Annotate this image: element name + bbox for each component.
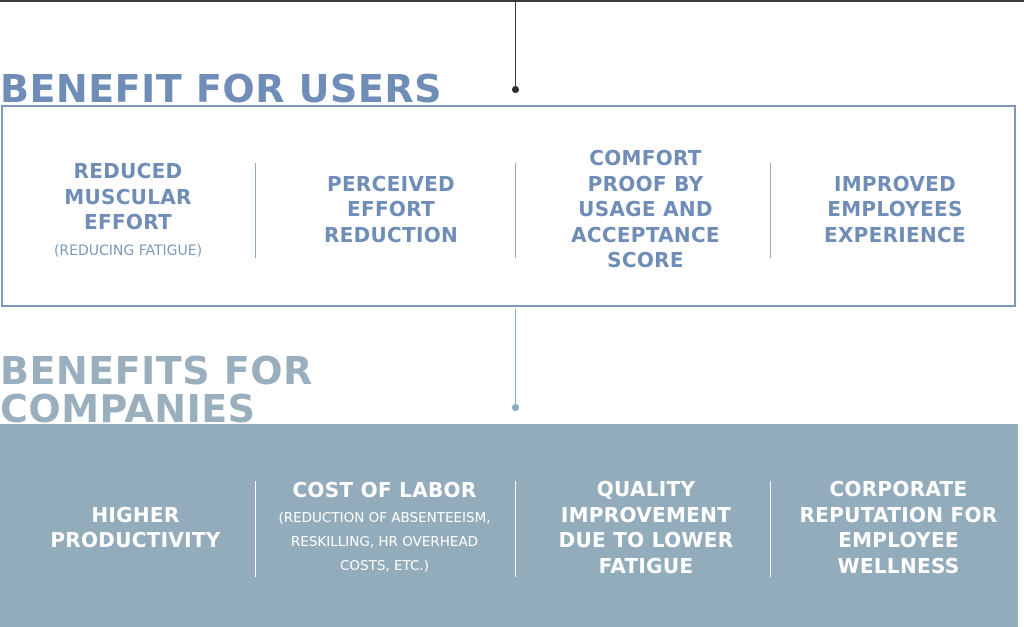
company-benefit-3: QUALITY IMPROVEMENT DUE TO LOWER FATIGUE bbox=[536, 466, 756, 590]
middle-connector-dot bbox=[512, 404, 519, 411]
companies-section-heading: BENEFITS FOR COMPANIES bbox=[0, 349, 313, 431]
users-divider bbox=[770, 163, 771, 258]
user-benefit-label: PERCEIVED EFFORT REDUCTION bbox=[323, 171, 459, 247]
user-benefit-label: COMFORT PROOF BY USAGE AND ACCEPTANCE SC… bbox=[571, 146, 720, 273]
users-divider bbox=[515, 163, 516, 258]
users-benefits-box bbox=[1, 105, 1016, 307]
user-benefit-label: IMPROVED EMPLOYEES EXPERIENCE bbox=[824, 171, 966, 247]
company-benefit-4: CORPORATE REPUTATION FOR EMPLOYEE WELLNE… bbox=[786, 466, 1011, 590]
companies-divider bbox=[255, 481, 256, 577]
user-benefit-1: REDUCED MUSCULAR EFFORT (REDUCING FATIGU… bbox=[28, 150, 228, 270]
company-benefit-note: (REDUCTION OF ABSENTEEISM, RESKILLING, H… bbox=[278, 509, 491, 574]
company-benefit-1: HIGHER PRODUCTIVITY bbox=[28, 468, 243, 588]
middle-connector-line bbox=[515, 309, 516, 405]
user-benefit-3: COMFORT PROOF BY USAGE AND ACCEPTANCE SC… bbox=[538, 145, 753, 275]
user-benefit-label: REDUCED MUSCULAR EFFORT bbox=[64, 159, 192, 235]
user-benefit-4: IMPROVED EMPLOYEES EXPERIENCE bbox=[790, 150, 1000, 270]
top-rule bbox=[0, 0, 1024, 2]
top-connector-dot bbox=[512, 86, 519, 93]
company-benefit-label: CORPORATE REPUTATION FOR EMPLOYEE WELLNE… bbox=[799, 477, 998, 578]
companies-divider bbox=[770, 481, 771, 577]
user-benefit-2: PERCEIVED EFFORT REDUCTION bbox=[286, 150, 496, 270]
users-section-heading: BENEFIT FOR USERS bbox=[0, 67, 442, 111]
company-benefit-label: QUALITY IMPROVEMENT DUE TO LOWER FATIGUE bbox=[558, 477, 734, 578]
company-benefit-label: COST OF LABOR bbox=[292, 478, 477, 503]
company-benefit-label: HIGHER PRODUCTIVITY bbox=[50, 502, 221, 553]
companies-divider bbox=[515, 481, 516, 577]
user-benefit-note: (REDUCING FATIGUE) bbox=[53, 242, 203, 259]
companies-benefits-box bbox=[0, 424, 1018, 627]
users-divider bbox=[255, 163, 256, 258]
company-benefit-2: COST OF LABOR (REDUCTION OF ABSENTEEISM,… bbox=[262, 466, 507, 590]
top-connector-line bbox=[515, 0, 516, 88]
